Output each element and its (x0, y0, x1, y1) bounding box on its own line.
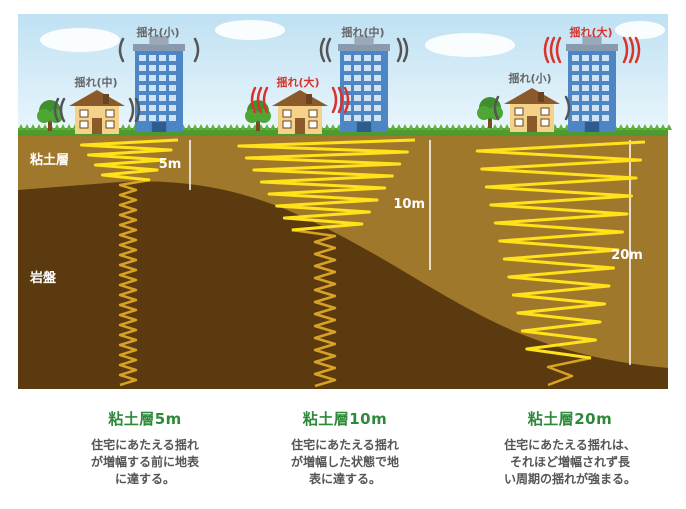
depth-label-20m: 20m (611, 248, 643, 263)
clouds (40, 20, 665, 57)
caption-line: 表に達する。 (308, 472, 381, 486)
caption-line: に達する。 (114, 472, 175, 486)
caption-5m: 粘土層5m 住宅にあたえる揺れ が増幅する前に地表 に達する。 (45, 408, 245, 488)
shake-arcs (53, 36, 641, 123)
building-shake-label: 揺れ(大) (569, 25, 612, 39)
caption-title: 粘土層20m (527, 410, 613, 428)
house-shake-label: 揺れ(小) (508, 71, 551, 85)
wave-5m (80, 138, 179, 387)
house-shake-label: 揺れ(大) (276, 75, 319, 89)
caption-line: が増幅した状態で地 (290, 455, 399, 469)
depth-label-10m: 10m (393, 197, 425, 212)
building-icon (133, 36, 185, 132)
building-icon (338, 36, 390, 132)
depth-label-5m: 5m (159, 157, 182, 172)
house-icon (504, 88, 560, 132)
bedrock-layer-label: 岩盤 (29, 270, 57, 286)
caption-line: それほど増幅されず長 (509, 455, 630, 469)
caption-20m: 粘土層20m 住宅にあたえる揺れは、 それほど増幅されず長 い周期の揺れが強まる… (470, 408, 670, 488)
caption-description: 住宅にあたえる揺れは、 それほど増幅されず長 い周期の揺れが強まる。 (470, 437, 670, 488)
caption-line: 住宅にあたえる揺れは、 (504, 438, 636, 452)
caption-line: が増幅する前に地表 (90, 455, 199, 469)
caption-description: 住宅にあたえる揺れ が増幅する前に地表 に達する。 (45, 437, 245, 488)
caption-line: 住宅にあたえる揺れ (91, 438, 199, 452)
clay-layer-label: 粘土層 (29, 152, 69, 168)
caption-10m: 粘土層10m 住宅にあたえる揺れ が増幅した状態で地 表に達する。 (245, 408, 445, 488)
bedrock-layer (18, 181, 668, 389)
caption-line: 住宅にあたえる揺れ (291, 438, 399, 452)
caption-line: い周期の揺れが強まる。 (503, 472, 636, 486)
house-icon (272, 90, 328, 134)
building-icon (566, 36, 618, 132)
building-shake-label: 揺れ(中) (341, 25, 384, 39)
caption-title: 粘土層10m (302, 410, 388, 428)
house-icon (69, 90, 125, 134)
caption-description: 住宅にあたえる揺れ が増幅した状態で地 表に達する。 (245, 437, 445, 488)
building-shake-label: 揺れ(小) (136, 25, 179, 39)
house-shake-label: 揺れ(中) (74, 75, 117, 89)
wave-20m (475, 140, 646, 387)
wave-10m (237, 138, 416, 388)
caption-title: 粘土層5m (108, 410, 182, 428)
